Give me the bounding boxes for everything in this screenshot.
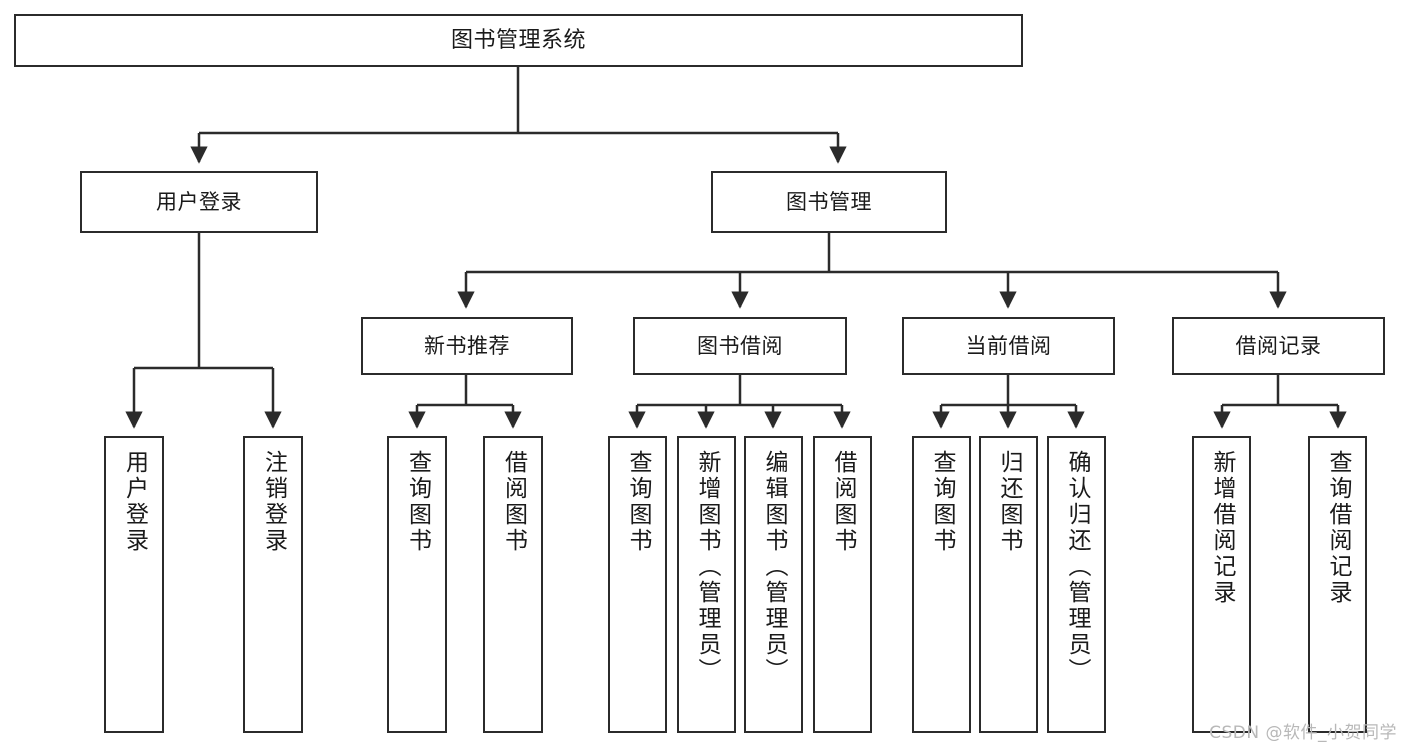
node-label: 确认归还（管理员） bbox=[1064, 450, 1090, 684]
node-label: 当前借阅 bbox=[965, 333, 1052, 358]
node-label: 图书管理 bbox=[786, 189, 872, 214]
node-root-system[interactable]: 图书管理系统 bbox=[14, 14, 1023, 67]
node-book-manage[interactable]: 图书管理 bbox=[711, 171, 947, 233]
node-label: 新增借阅记录 bbox=[1209, 450, 1235, 606]
watermark: CSDN @软件_小贺同学 bbox=[1209, 723, 1397, 743]
node-label: 注销登录 bbox=[260, 450, 287, 554]
node-user-login[interactable]: 用户登录 bbox=[80, 171, 318, 233]
node-label: 用户登录 bbox=[121, 450, 148, 554]
node-label: 图书借阅 bbox=[697, 333, 783, 358]
node-label: 编辑图书（管理员） bbox=[761, 450, 787, 684]
leaf-borrow-book[interactable]: 借阅图书 bbox=[813, 436, 872, 733]
leaf-query-book-recommend[interactable]: 查询图书 bbox=[387, 436, 447, 733]
leaf-add-borrow-record[interactable]: 新增借阅记录 bbox=[1192, 436, 1251, 733]
node-label: 新书推荐 bbox=[424, 333, 510, 358]
node-label: 用户登录 bbox=[156, 189, 242, 214]
node-label: 查询借阅记录 bbox=[1325, 450, 1351, 606]
leaf-user-login[interactable]: 用户登录 bbox=[104, 436, 164, 733]
leaf-borrow-book-recommend[interactable]: 借阅图书 bbox=[483, 436, 543, 733]
node-label: 借阅图书 bbox=[830, 450, 856, 554]
node-label: 查询图书 bbox=[929, 450, 955, 554]
node-borrow-record[interactable]: 借阅记录 bbox=[1172, 317, 1385, 375]
node-label: 图书管理系统 bbox=[450, 27, 586, 53]
leaf-edit-book[interactable]: 编辑图书（管理员） bbox=[744, 436, 803, 733]
leaf-query-book-borrow[interactable]: 查询图书 bbox=[608, 436, 667, 733]
leaf-add-book[interactable]: 新增图书（管理员） bbox=[677, 436, 736, 733]
leaf-logout[interactable]: 注销登录 bbox=[243, 436, 303, 733]
leaf-confirm-return[interactable]: 确认归还（管理员） bbox=[1047, 436, 1106, 733]
node-label: 归还图书 bbox=[996, 450, 1022, 554]
node-book-borrow[interactable]: 图书借阅 bbox=[633, 317, 847, 375]
node-label: 查询图书 bbox=[625, 450, 651, 554]
leaf-query-borrow-record[interactable]: 查询借阅记录 bbox=[1308, 436, 1367, 733]
node-label: 查询图书 bbox=[404, 450, 431, 554]
node-label: 借阅图书 bbox=[500, 450, 527, 554]
node-label: 借阅记录 bbox=[1235, 333, 1322, 358]
node-label: 新增图书（管理员） bbox=[694, 450, 720, 684]
node-current-borrow[interactable]: 当前借阅 bbox=[902, 317, 1115, 375]
node-new-book-recommend[interactable]: 新书推荐 bbox=[361, 317, 573, 375]
leaf-return-book[interactable]: 归还图书 bbox=[979, 436, 1038, 733]
leaf-query-book-current[interactable]: 查询图书 bbox=[912, 436, 971, 733]
